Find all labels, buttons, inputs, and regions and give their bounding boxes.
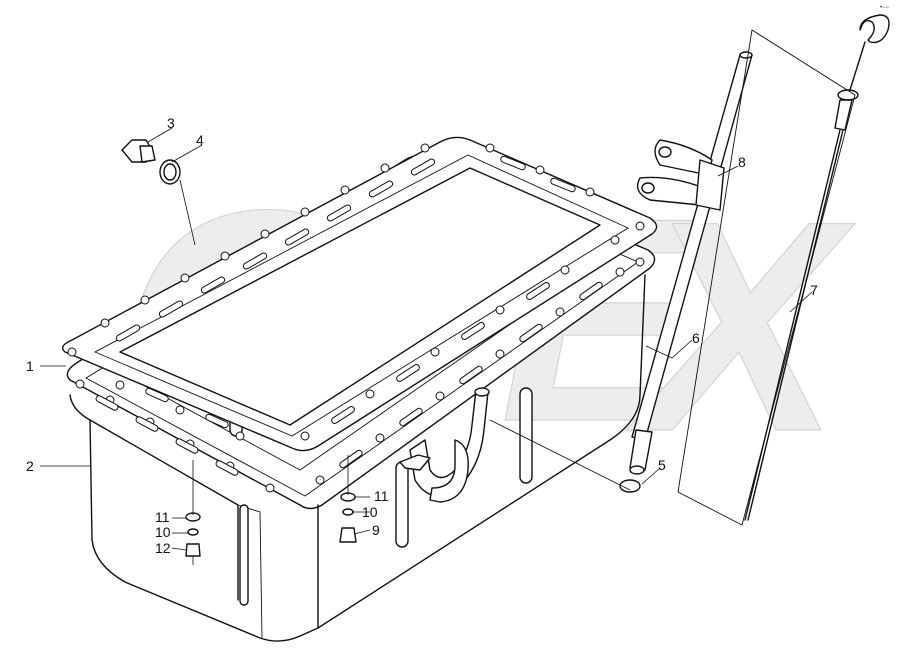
oil-suction-pipe	[399, 387, 490, 503]
drain-plug	[121, 139, 156, 163]
leader-lines	[40, 127, 813, 551]
callout-6: 6	[692, 330, 700, 346]
drain-plug-washer	[159, 159, 181, 185]
projection-frame	[677, 29, 856, 526]
gasket-slots	[115, 155, 576, 429]
callout-10-left: 10	[155, 524, 171, 540]
bolt-stack-center	[339, 455, 357, 543]
pan-flange-slots	[95, 281, 603, 476]
callouts: 1 2 3 4 5 6 7 8 9 10 11 10 11 12	[26, 115, 818, 556]
callout-9: 9	[372, 522, 380, 538]
callout-11-left: 11	[155, 509, 170, 525]
gasket-holes	[67, 143, 645, 441]
callout-12: 12	[155, 540, 171, 556]
callout-8: 8	[738, 154, 746, 170]
callout-7: 7	[810, 282, 818, 298]
callout-11-center: 11	[374, 488, 389, 504]
callout-1: 1	[26, 358, 34, 374]
callout-3: 3	[167, 115, 175, 131]
callout-2: 2	[26, 458, 34, 474]
bolt-stack-left	[185, 460, 201, 565]
callout-4: 4	[196, 132, 204, 148]
callout-10-center: 10	[362, 504, 378, 520]
corner-mark: •−−	[880, 5, 890, 11]
gasket	[62, 136, 658, 452]
callout-5: 5	[658, 457, 666, 473]
tube-o-ring	[619, 479, 641, 493]
